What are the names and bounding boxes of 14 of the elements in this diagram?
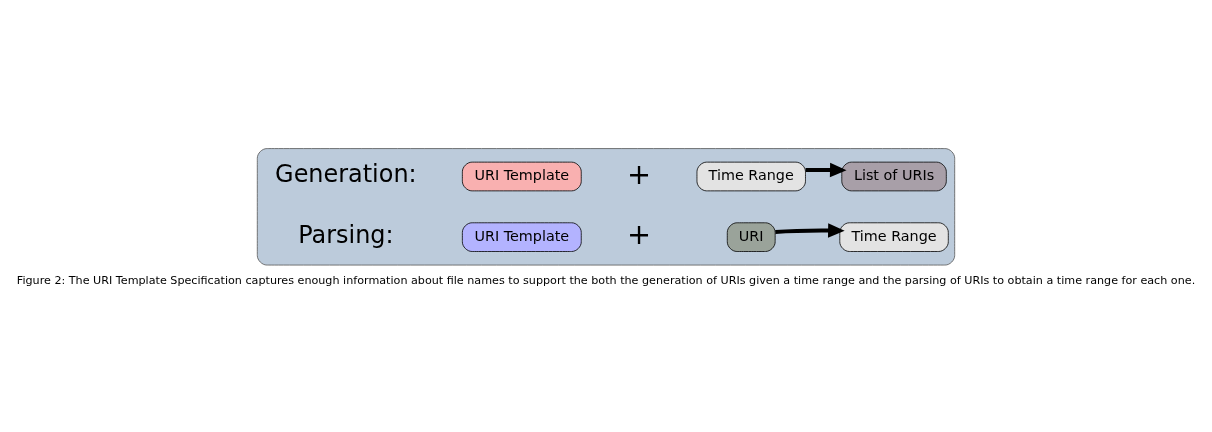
arrow [805,162,847,178]
label: + [627,156,652,191]
node-box: Time Range [696,161,806,192]
cluster [256,148,956,266]
node-box: URI Template [461,161,582,192]
node-box: Time Range [839,222,949,252]
label: + [627,217,652,252]
caption: Figure 2: The URI Template Specification captures enough information about file names to support the both the generation of URIs given a time range and the parsing of URIs to obtain a time range for each one. [16,273,1196,287]
node-box: URI [726,222,776,252]
label: Generation: [275,160,417,189]
node-box: List of URIs [841,161,947,192]
arrow [775,223,845,238]
label: Parsing: [298,221,394,250]
node-box: URI Template [461,222,582,252]
